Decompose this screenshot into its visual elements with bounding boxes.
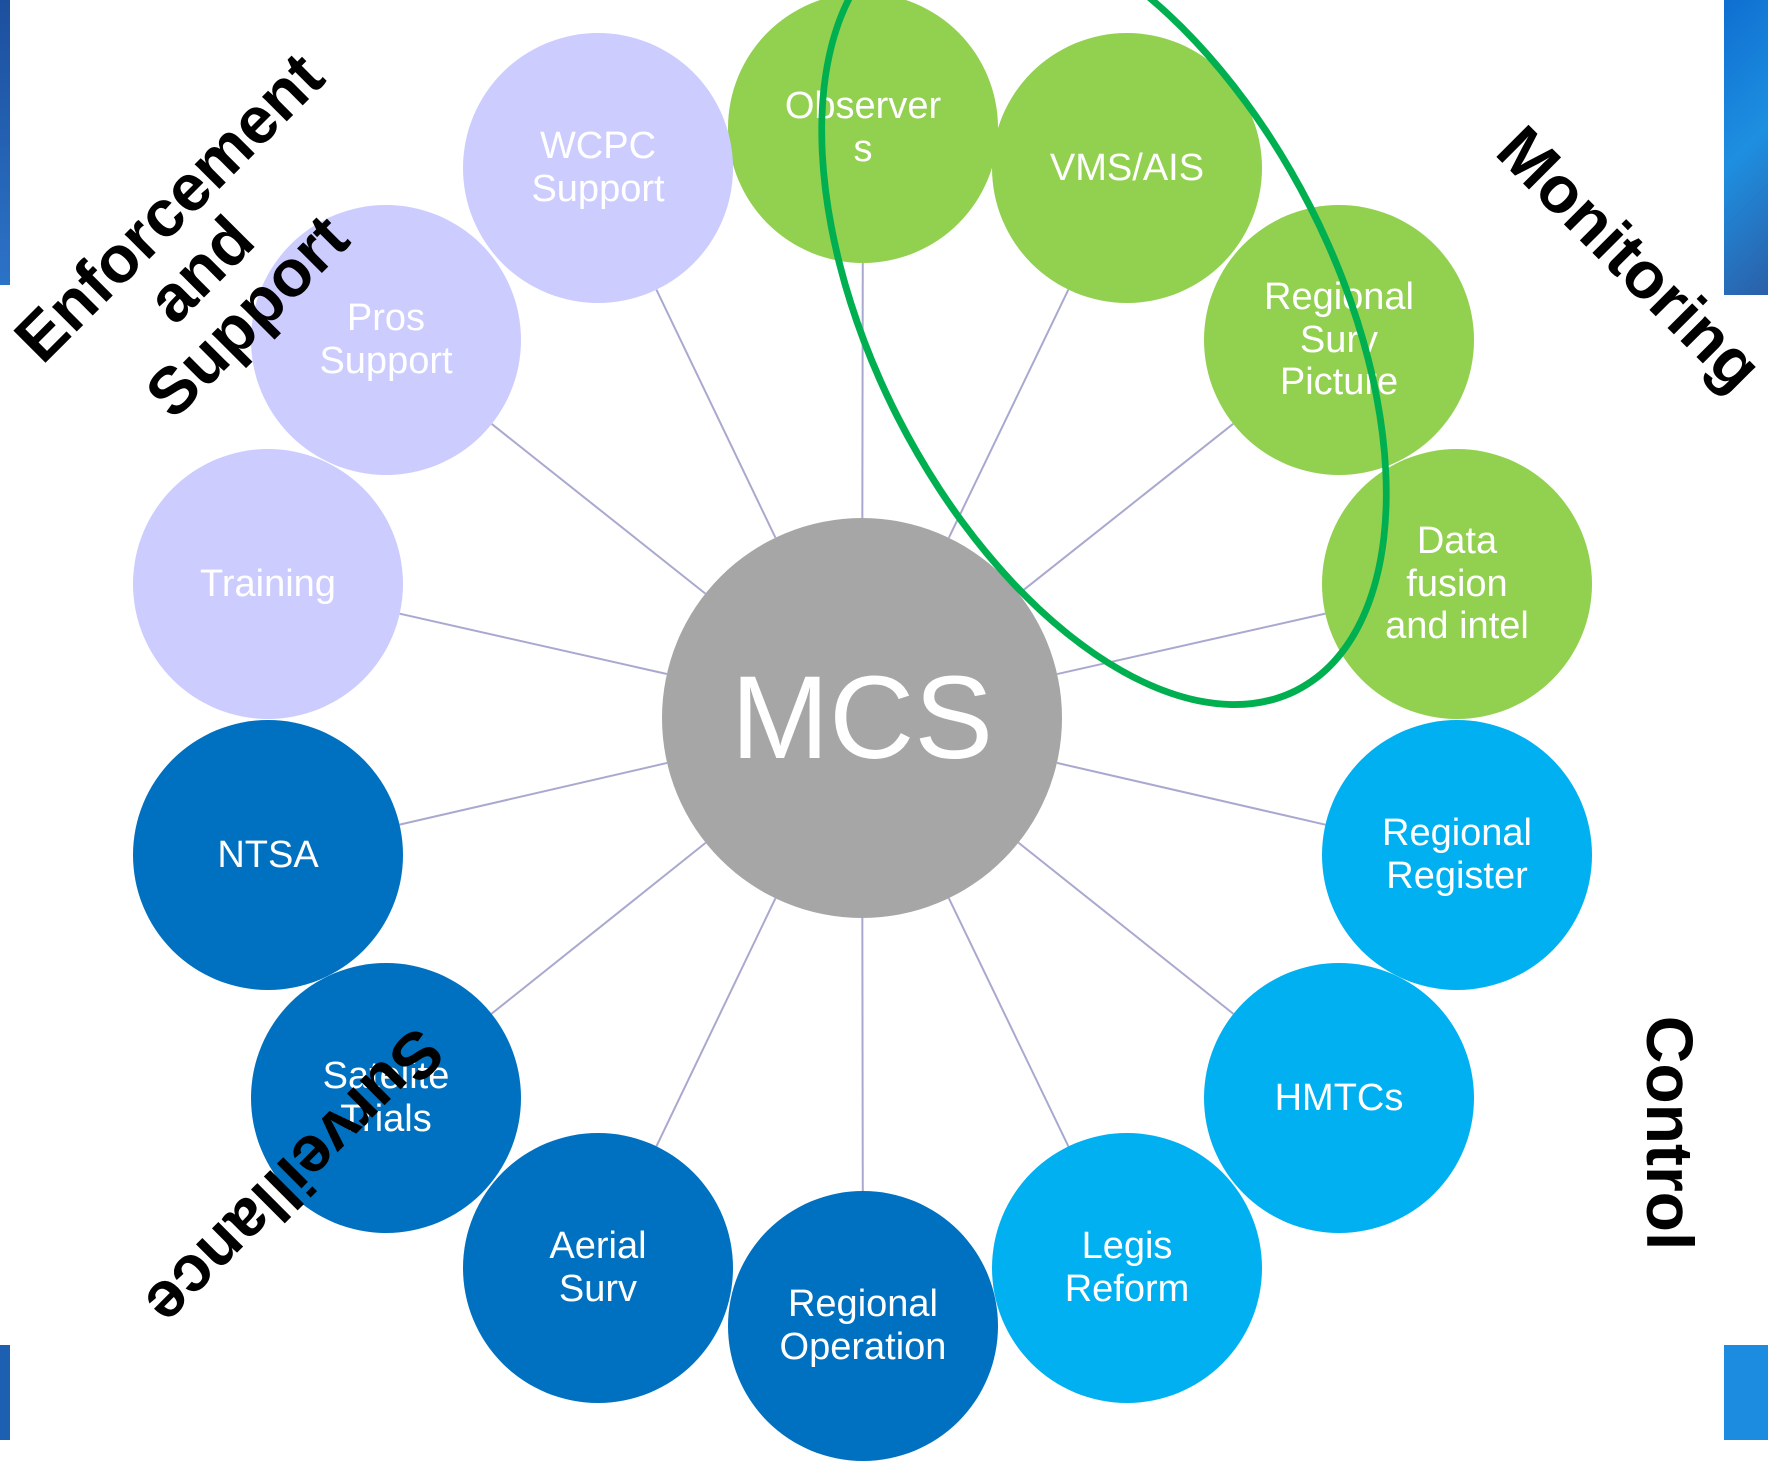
node-label: Data fusion and intel xyxy=(1385,520,1529,648)
center-node-mcs: MCS xyxy=(662,518,1062,918)
connector-ntsa xyxy=(400,763,668,825)
connector-aerial-surv xyxy=(656,898,775,1146)
connector-wcpc-support xyxy=(656,290,775,538)
node-hmtcs: HMTCs xyxy=(1204,963,1474,1233)
category-label-control: Control xyxy=(1637,968,1703,1298)
node-regional-register: Regional Register xyxy=(1322,720,1592,990)
node-aerial-surv: Aerial Surv xyxy=(463,1133,733,1403)
node-label: Aerial Surv xyxy=(549,1225,646,1310)
node-label: Pros Support xyxy=(319,297,452,382)
node-regional-operation: Regional Operation xyxy=(728,1191,998,1461)
node-label: NTSA xyxy=(217,834,318,877)
node-label: Regional Operation xyxy=(780,1283,947,1368)
connector-regional-register xyxy=(1057,763,1326,825)
node-training: Training xyxy=(133,449,403,719)
node-legis-reform: Legis Reform xyxy=(992,1133,1262,1403)
node-wcpc-support: WCPC Support xyxy=(463,33,733,303)
connector-pros-support xyxy=(492,424,706,594)
node-label: WCPC Support xyxy=(531,125,664,210)
connector-satelite-trials xyxy=(492,843,706,1014)
connector-training xyxy=(400,614,667,674)
node-ntsa: NTSA xyxy=(133,720,403,990)
node-label: Regional Register xyxy=(1382,812,1532,897)
node-label: Legis Reform xyxy=(1065,1225,1190,1310)
node-label: HMTCs xyxy=(1275,1077,1404,1120)
connector-hmtcs xyxy=(1018,843,1233,1014)
connector-legis-reform xyxy=(949,898,1069,1146)
center-label: MCS xyxy=(731,659,993,777)
node-label: Training xyxy=(200,563,336,606)
